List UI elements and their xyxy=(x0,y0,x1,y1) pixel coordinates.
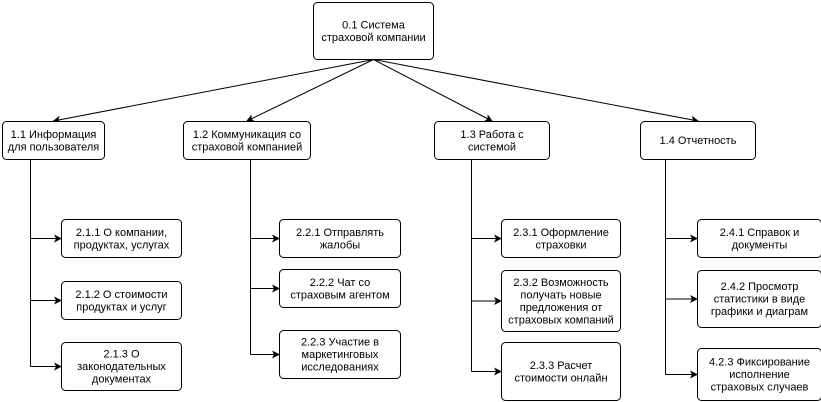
branch-node-3-box xyxy=(434,121,550,160)
root-node-box xyxy=(313,2,434,60)
leaf-node-2-3-label-line: маркетинговых xyxy=(302,349,379,361)
branch-node-4-label-line: 1.4 Отчетность xyxy=(660,135,737,147)
leaf-node-4-1-label-line: документы xyxy=(732,239,788,251)
leaf-node-1-1-box xyxy=(61,219,182,258)
branch-node-1-label-line: 1.1 Информация xyxy=(11,129,97,141)
leaf-node-3-1-box xyxy=(501,219,621,258)
leaf-node-1-3-label-line: 2.1.3 О xyxy=(103,349,140,361)
leaf-node-4-2-label-line: статистики в виде xyxy=(714,294,806,306)
leaf-node-4-1-box xyxy=(697,219,821,258)
leaf-node-2-1-box xyxy=(279,219,401,258)
leaf-node-1-1-label-line: 2.1.1 О компании, xyxy=(76,227,167,239)
leaf-node-4-3-label-line: 4.2.3 Фиксирование xyxy=(709,357,810,369)
branch-node-3-label-line: 1.3 Работа с xyxy=(460,129,524,141)
leaf-node-2-3-label-line: исследованиях xyxy=(301,362,379,374)
leaf-node-2-3-label-line: 2.2.3 Участие в xyxy=(301,337,379,349)
leaf-node-1-3-box xyxy=(61,342,182,391)
leaf-node-3-2-label-line: предложения от xyxy=(520,302,603,314)
leaf-node-3-1-label-line: 2.3.1 Оформление xyxy=(513,227,609,239)
leaf-node-3-3-label-line: стоимости онлайн xyxy=(514,372,607,384)
root-node-label-line: 0.1 Система xyxy=(342,19,406,31)
branch-node-2-box xyxy=(183,121,311,160)
branch-node-2-label-line: страховой компанией xyxy=(192,141,302,153)
leaf-node-4-3-box xyxy=(697,348,821,401)
leaf-node-2-2-box xyxy=(279,269,401,308)
leaf-node-3-2-label-line: получать новые xyxy=(520,289,601,301)
edge-root-to-branch-1 xyxy=(52,59,374,124)
branch-node-1-label-line: для пользователя xyxy=(8,141,100,153)
root-node-label-line: страховой компании xyxy=(321,32,425,44)
leaf-node-2-2-label-line: 2.2.2 Чат со xyxy=(310,277,371,289)
leaf-node-2-2-label-line: страховым агентом xyxy=(290,289,389,301)
leaf-node-1-3-label-line: законодательных xyxy=(77,361,166,373)
leaf-node-3-3-label-line: 2.3.3 Расчет xyxy=(530,360,593,372)
leaf-node-4-2-label-line: 2.4.2 Просмотр xyxy=(721,281,799,293)
leaf-node-2-1-label-line: 2.2.1 Отправлять xyxy=(296,227,384,239)
leaf-node-1-2-label-line: 2.1.2 О стоимости xyxy=(75,289,167,301)
leaf-node-2-3-box xyxy=(279,330,401,379)
leaf-node-2-1-label-line: жалобы xyxy=(320,239,360,251)
leaf-node-3-2-label-line: 2.3.2 Возможность xyxy=(513,277,609,289)
leaf-node-3-3-box xyxy=(501,342,621,401)
branch-node-2-label-line: 1.2 Коммуникация со xyxy=(193,129,301,141)
leaf-node-1-2-label-line: продуктах и услуг xyxy=(76,301,166,313)
leaf-node-1-1-label-line: продуктах, услугах xyxy=(74,239,170,251)
leaf-node-4-1-label-line: 2.4.1 Справок и xyxy=(720,227,800,239)
leaf-node-4-3-label-line: исполнение xyxy=(729,369,789,381)
branch-node-4-box xyxy=(640,121,756,160)
leaf-node-1-2-box xyxy=(61,281,182,320)
branch-node-1-box xyxy=(2,121,105,160)
leaf-node-4-2-box xyxy=(697,270,821,328)
connectors xyxy=(30,59,699,379)
leaf-node-4-2-label-line: графики и диаграм xyxy=(711,306,808,318)
edge-root-to-branch-2 xyxy=(246,59,374,122)
edge-root-to-branch-4 xyxy=(373,59,699,124)
leaf-node-2-3: 2.2.3 Участие вмаркетинговыхисследования… xyxy=(279,330,401,379)
leaf-node-4-3-label-line: страховых случаев xyxy=(711,382,809,394)
leaf-node-3-2-box xyxy=(501,270,621,332)
branch-node-4: 1.4 Отчетность xyxy=(640,121,756,160)
leaf-node-3-1-label-line: страховки xyxy=(535,239,586,251)
leaf-node-1-3-label-line: документах xyxy=(92,374,152,386)
edge-root-to-branch-3 xyxy=(373,59,493,122)
leaf-node-3-2-label-line: страховых компаний xyxy=(508,314,614,326)
branch-node-3-label-line: системой xyxy=(468,141,516,153)
leaf-node-1-1: 2.1.1 О компании,продуктах, услугах xyxy=(61,219,182,258)
